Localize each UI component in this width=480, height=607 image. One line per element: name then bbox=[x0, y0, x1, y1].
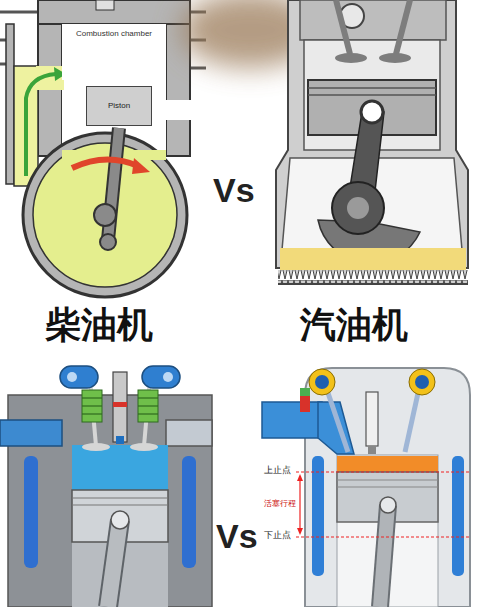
engine-title: 柴油机 bbox=[45, 305, 153, 345]
dead-center-label: 上止点 bbox=[264, 466, 291, 476]
diesel-cylinder bbox=[0, 366, 212, 607]
gasoline-cylinder bbox=[262, 368, 470, 607]
node-text: Combustion chamber bbox=[76, 29, 152, 39]
vs-label: Vs bbox=[216, 518, 258, 555]
stroke-label: 活塞行程 bbox=[264, 500, 296, 508]
piston-box: Piston bbox=[86, 86, 152, 126]
combustion-chamber: Combustion chamber bbox=[62, 24, 166, 80]
dead-center-label: 下止点 bbox=[264, 531, 291, 541]
node-text: Piston bbox=[108, 101, 130, 111]
gasoline-engine bbox=[180, 0, 468, 284]
engine-title: 汽油机 bbox=[300, 305, 408, 345]
two-stroke-engine bbox=[0, 0, 206, 297]
vs-label: Vs bbox=[213, 172, 255, 209]
